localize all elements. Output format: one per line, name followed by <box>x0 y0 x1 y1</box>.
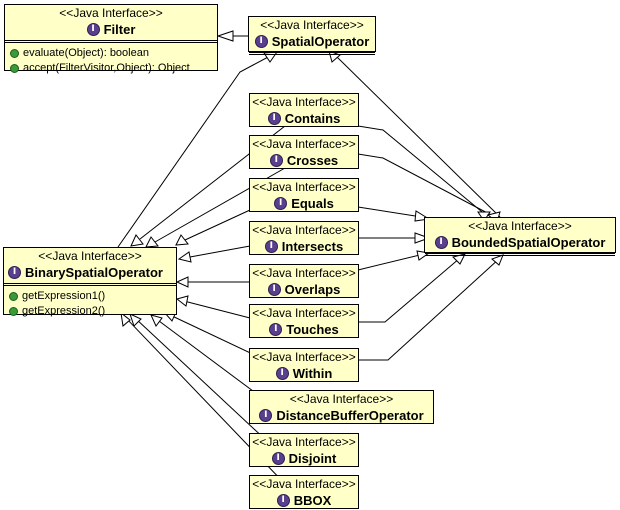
arrowhead-bounded-4 <box>414 232 431 244</box>
edge-touches-binary <box>179 299 251 319</box>
arrowhead-binary-6 <box>175 295 189 307</box>
operation-row: getExpression2() <box>9 304 176 319</box>
operation-text: evaluate(Object): boolean <box>23 47 149 60</box>
arrowhead-binary-8 <box>150 314 163 327</box>
class-name: BBOX <box>293 493 332 509</box>
interface-icon: I <box>271 452 285 466</box>
interface-icon: I <box>86 23 100 37</box>
stereotype-label: <<Java Interface>> <box>252 350 356 364</box>
interface-icon: I <box>267 112 281 126</box>
arrowhead-bounded-1 <box>477 211 491 222</box>
operation-text: accept(FilterVisitor,Object): Object <box>23 62 190 75</box>
class-name: Touches <box>286 322 339 338</box>
operation-row: accept(FilterVisitor,Object): Object <box>10 61 217 76</box>
edge-bounded-spatialoperator <box>336 56 501 218</box>
divider <box>4 283 176 287</box>
public-method-icon <box>9 306 18 316</box>
stereotype-label: <<Java Interface>> <box>252 95 356 109</box>
stereotype-label: <<Java Interface>> <box>252 266 356 280</box>
interface-icon: I <box>254 35 268 49</box>
edge-overlaps-bounded <box>357 252 429 271</box>
edge-intersects-binary <box>189 245 251 258</box>
stereotype-label: <<Java Interface>> <box>252 180 356 194</box>
edge-crosses-bounded <box>357 153 496 218</box>
arrowhead-binary-3 <box>175 234 189 246</box>
operation-row: evaluate(Object): boolean <box>10 46 217 61</box>
stereotype-label: <<Java Interface>> <box>289 392 394 406</box>
stereotype-label: <<Java Interface>> <box>38 249 142 263</box>
edge-distance-binary <box>154 317 266 401</box>
edge-touches-bounded <box>358 257 461 323</box>
class-name: Disjoint <box>288 451 337 467</box>
interface-icon: I <box>259 409 273 423</box>
edge-equals-binary <box>184 209 251 241</box>
class-name: Intersects <box>281 239 344 255</box>
stereotype-label: <<Java Interface>> <box>260 18 364 32</box>
divider <box>5 40 217 44</box>
arrowhead-binary-4 <box>177 251 192 263</box>
stereotype-label: <<Java Interface>> <box>252 306 356 320</box>
interface-icon: I <box>264 240 278 254</box>
arrowhead-binary-9 <box>129 313 142 327</box>
edge-binary-spatialoperator <box>117 55 271 248</box>
interface-icon: I <box>434 236 448 250</box>
interface-icon: I <box>276 494 290 508</box>
arrowhead-binary-2 <box>145 236 159 248</box>
interface-icon: I <box>275 367 289 381</box>
stereotype-label: <<Java Interface>> <box>59 6 163 20</box>
public-method-icon <box>10 48 19 58</box>
class-name: Filter <box>103 22 136 38</box>
operation-text: getExpression2() <box>22 305 106 318</box>
stereotype-label: <<Java Interface>> <box>252 477 356 491</box>
class-name: Contains <box>284 111 341 127</box>
stereotype-label: <<Java Interface>> <box>252 223 356 237</box>
arrowhead-binary-10 <box>120 311 131 327</box>
arrowhead-binary-1 <box>130 234 144 247</box>
edge-disjoint-binary <box>134 317 269 443</box>
divider <box>249 52 375 56</box>
class-name: BinarySpatialOperator <box>25 265 163 281</box>
arrowhead-bounded-7 <box>491 254 504 266</box>
interface-icon: I <box>269 323 283 337</box>
arrowhead-binary-5 <box>175 276 189 288</box>
operations-compartment: getExpression1() getExpression2() <box>4 286 176 321</box>
class-name: Equals <box>291 196 334 212</box>
operation-row: getExpression1() <box>9 289 176 304</box>
divider <box>425 253 615 257</box>
class-binary-spatial-operator[interactable]: <<Java Interface>> I BinarySpatialOperato… <box>3 247 177 317</box>
public-method-icon <box>10 63 19 73</box>
interface-icon: I <box>274 197 288 211</box>
stereotype-label: <<Java Interface>> <box>468 219 572 233</box>
class-name: Within <box>292 366 333 382</box>
stereotype-label: <<Java Interface>> <box>252 435 356 449</box>
class-name: Crosses <box>286 153 339 169</box>
class-name: SpatialOperator <box>271 34 370 50</box>
edge-contains-bounded <box>357 125 488 217</box>
stereotype-label: <<Java Interface>> <box>252 137 356 151</box>
operations-compartment: evaluate(Object): boolean accept(FilterV… <box>5 43 217 78</box>
interface-icon: I <box>269 154 283 168</box>
class-name: BoundedSpatialOperator <box>451 235 606 251</box>
interface-icon: I <box>267 283 281 297</box>
interface-icon: I <box>8 266 21 280</box>
edge-within-bounded <box>358 257 501 361</box>
class-name: Overlaps <box>284 282 341 298</box>
operation-text: getExpression1() <box>22 290 106 303</box>
arrowhead-filter <box>216 30 234 42</box>
public-method-icon <box>9 291 18 301</box>
class-name: DistanceBufferOperator <box>276 408 424 424</box>
